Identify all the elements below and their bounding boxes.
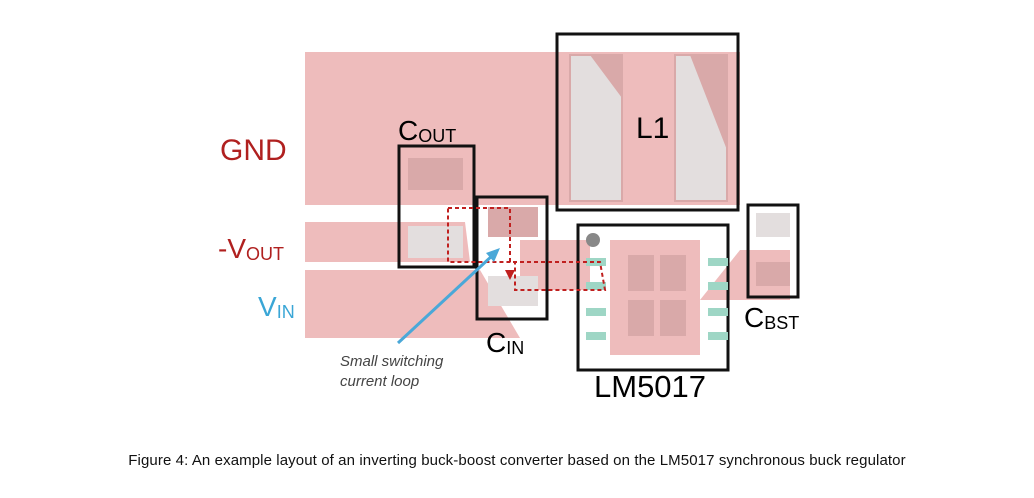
capacitor-cbst <box>746 203 800 299</box>
pcb-layout-diagram: GND -VOUT VIN COUT CIN CBST L1 LM5017 Sm… <box>218 32 800 404</box>
capacitor-cout <box>397 144 476 269</box>
loop-pointer-arrow <box>396 248 500 345</box>
label-vin: VIN <box>258 291 295 322</box>
inductor-l1 <box>555 32 740 212</box>
label-cin: CIN <box>486 327 524 358</box>
label-cout: COUT <box>398 115 456 146</box>
ic-pour <box>610 240 700 355</box>
label-vout: -VOUT <box>218 233 284 264</box>
note-line-2: current loop <box>340 373 419 390</box>
label-cbst: CBST <box>744 302 799 333</box>
vin-trace <box>305 270 520 338</box>
label-l1: L1 <box>636 112 669 145</box>
label-ic: LM5017 <box>594 369 706 404</box>
current-loop <box>447 207 607 291</box>
note-line-1: Small switching <box>340 353 444 370</box>
figure-caption: Figure 4: An example layout of an invert… <box>128 452 906 469</box>
capacitor-cin <box>475 195 549 321</box>
ic-lm5017 <box>576 223 730 372</box>
gnd-plane <box>305 52 560 205</box>
label-gnd: GND <box>220 134 287 167</box>
